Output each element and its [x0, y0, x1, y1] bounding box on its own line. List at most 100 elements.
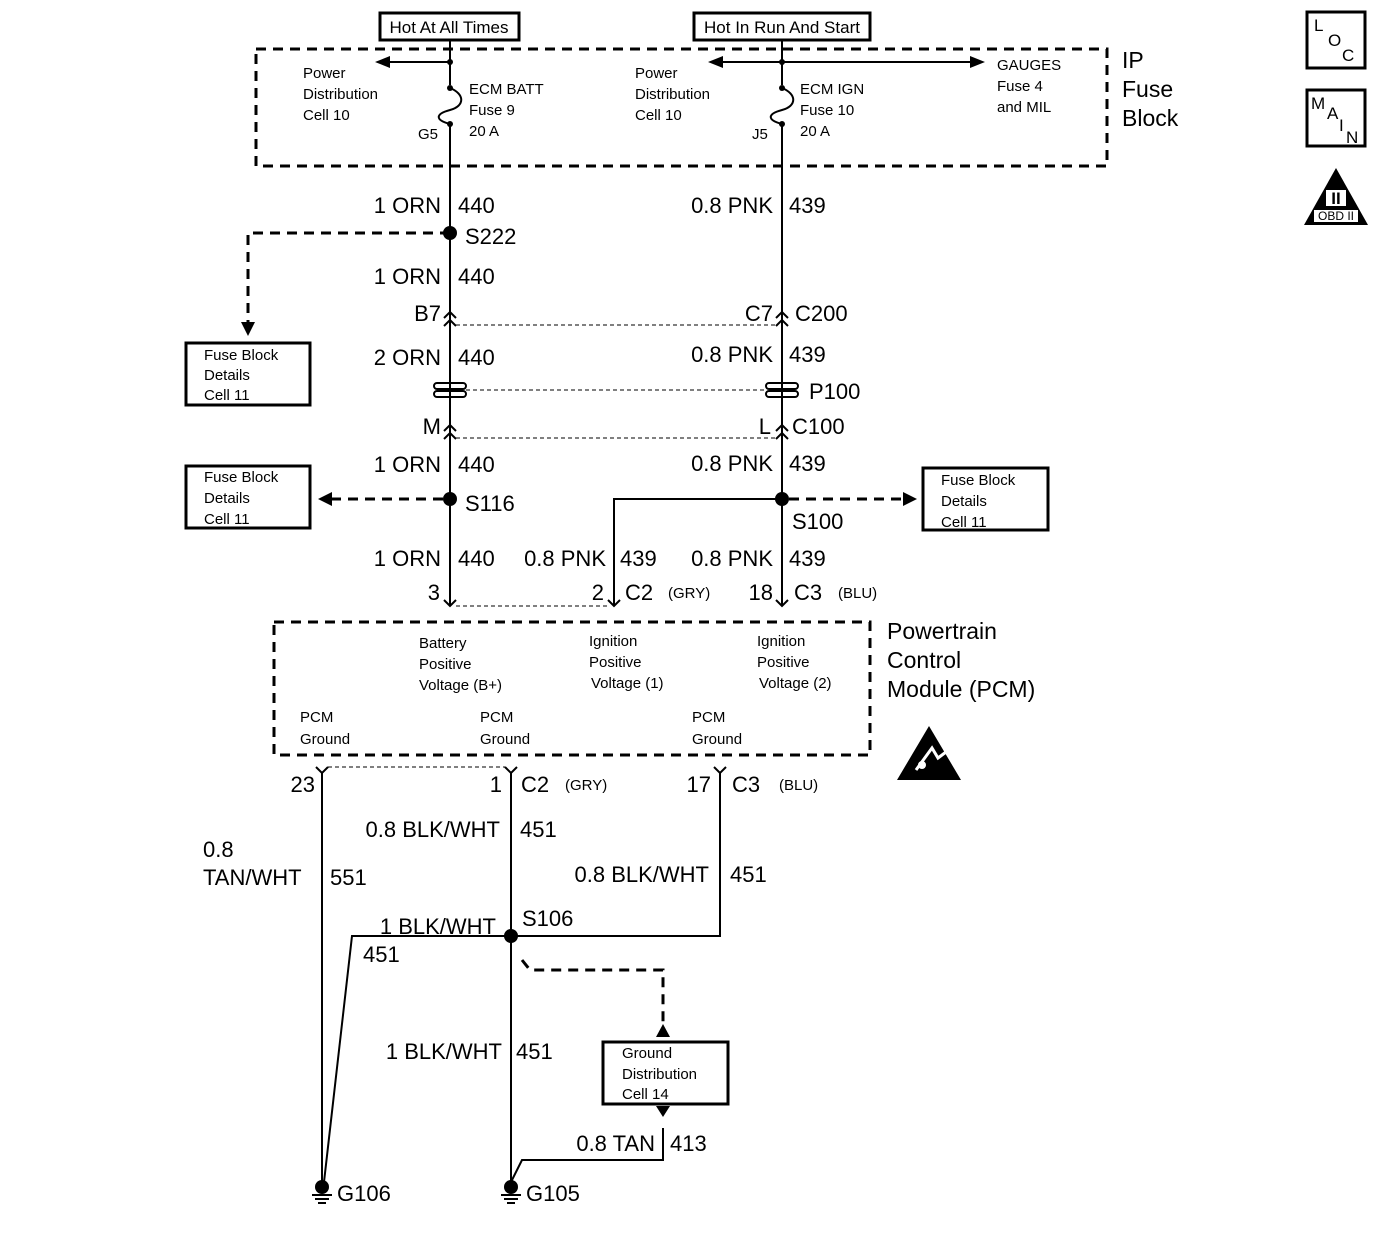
ref-text: Cell 14 — [622, 1086, 669, 1103]
ref-text: and MIL — [997, 99, 1051, 116]
ref-text: Cell 10 — [303, 107, 350, 124]
arrow-down-icon — [656, 1106, 670, 1117]
ground-g106-icon — [312, 1180, 332, 1204]
terminal-g5: G5 — [418, 126, 438, 143]
pcm-ground-label-3: PCM Ground — [692, 709, 742, 748]
pin-number: 23 — [291, 772, 315, 797]
ref-text: Fuse 4 — [997, 78, 1043, 95]
icon-letter: I — [1339, 116, 1344, 135]
circuit-number: 439 — [789, 451, 826, 476]
fuse-text: 20 A — [800, 123, 830, 140]
pcm-text: Ignition — [589, 633, 637, 650]
wire-size-color: 0.8 TAN — [576, 1131, 655, 1156]
fuse-text: ECM IGN — [800, 81, 864, 98]
connector-c200 — [443, 310, 789, 327]
circuit-number: 439 — [620, 546, 657, 571]
circuit-number: 439 — [789, 546, 826, 571]
ground-g105-icon — [501, 1180, 521, 1204]
esd-sensitive-icon — [897, 726, 961, 780]
arrow-left-icon — [375, 56, 390, 68]
icon-letter: M — [1311, 94, 1325, 113]
splice-label: S116 — [465, 491, 515, 516]
wire-size-color: 1 ORN — [374, 452, 441, 477]
ip-fuse-block-title: IP Fuse Block — [1122, 47, 1179, 131]
fuse-text: Fuse 9 — [469, 102, 515, 119]
connector-label: C2 — [625, 580, 653, 605]
connector-label: C3 — [794, 580, 822, 605]
pin-l: L — [759, 414, 771, 439]
pcm-text: Voltage (1) — [591, 675, 664, 692]
arrow-right-icon — [970, 56, 985, 68]
terminal-j5: J5 — [752, 126, 768, 143]
pcm-text: PCM — [300, 709, 333, 726]
connector-c100 — [443, 423, 789, 440]
wire-413-tan — [510, 1128, 664, 1183]
pin-c7: C7 — [745, 301, 773, 326]
ref-text: Distribution — [303, 86, 378, 103]
pcm-ground-label-1: PCM Ground — [300, 709, 350, 748]
icon-letter: C — [1342, 46, 1354, 65]
arrow-left-icon — [318, 492, 332, 506]
pin-number: 3 — [428, 580, 440, 605]
wire-size-color: TAN/WHT — [203, 865, 302, 890]
splice-label: S100 — [792, 509, 843, 534]
circuit-number: 413 — [670, 1131, 707, 1156]
pcm-text: Ground — [692, 731, 742, 748]
ref-text: Details — [204, 367, 250, 384]
circuit-number: 439 — [789, 193, 826, 218]
wire-size-color: 0.8 PNK — [691, 451, 773, 476]
circuit-number: 439 — [789, 342, 826, 367]
pcm-text: Positive — [419, 656, 472, 673]
icon-letter: L — [1314, 16, 1323, 35]
ref-text: Cell 11 — [204, 511, 250, 528]
fuse-block-title-line: Block — [1122, 105, 1179, 131]
connector-color: (GRY) — [565, 777, 607, 794]
icon-letter: OBD II — [1318, 209, 1354, 223]
ref-text: Fuse Block — [941, 472, 1016, 489]
pcm-title-line: Control — [887, 647, 961, 673]
pcm-text: Voltage (B+) — [419, 677, 502, 694]
pin-m: M — [423, 414, 441, 439]
pcm-ground-label-2: PCM Ground — [480, 709, 530, 748]
ref-text: Power — [303, 65, 346, 82]
ref-dashed-line — [246, 231, 450, 325]
arrow-up-icon — [656, 1024, 670, 1037]
pcm-input-pins — [443, 599, 789, 608]
pin-number: 1 — [490, 772, 502, 797]
ref-text: Power — [635, 65, 678, 82]
wire-size-color: 1 BLK/WHT — [386, 1039, 502, 1064]
connector-label: P100 — [809, 379, 860, 404]
connector-color: (GRY) — [668, 585, 710, 602]
ref-text: Ground — [622, 1045, 672, 1062]
hot-in-run-and-start-label: Hot In Run And Start — [704, 18, 860, 37]
connector-label: C100 — [792, 414, 845, 439]
pass-through-p100 — [433, 382, 799, 398]
arrow-left-icon — [708, 56, 723, 68]
circuit-number: 440 — [458, 264, 495, 289]
ground-label: G105 — [526, 1181, 580, 1206]
circuit-number: 440 — [458, 345, 495, 370]
pcm-text: Voltage (2) — [759, 675, 832, 692]
connector-label: C200 — [795, 301, 848, 326]
ref-text: Details — [941, 493, 987, 510]
pin-number: 17 — [687, 772, 711, 797]
wire-size-color: 0.8 — [203, 837, 234, 862]
arrow-right-icon — [903, 492, 917, 506]
connector-label: C2 — [521, 772, 549, 797]
fuse-block-title-line: IP — [1122, 47, 1144, 73]
fuse-text: Fuse 10 — [800, 102, 854, 119]
wire-size-color: 0.8 PNK — [691, 546, 773, 571]
pcm-ign2-label: Ignition Positive Voltage (2) — [757, 633, 832, 692]
wire-size-color: 1 ORN — [374, 193, 441, 218]
ref-dashed-line — [520, 959, 665, 1025]
icon-letter: II — [1331, 189, 1340, 208]
pcm-text: PCM — [692, 709, 725, 726]
ref-text: GAUGES — [997, 57, 1061, 74]
fuse-9-label: ECM BATT Fuse 9 20 A — [469, 81, 544, 140]
fuse-text: 20 A — [469, 123, 499, 140]
wire-size-color: 1 ORN — [374, 546, 441, 571]
ref-text: Cell 10 — [635, 107, 682, 124]
pcm-text: Positive — [757, 654, 810, 671]
pcm-title-line: Powertrain — [887, 618, 997, 644]
wire-451-branch — [323, 773, 721, 1183]
